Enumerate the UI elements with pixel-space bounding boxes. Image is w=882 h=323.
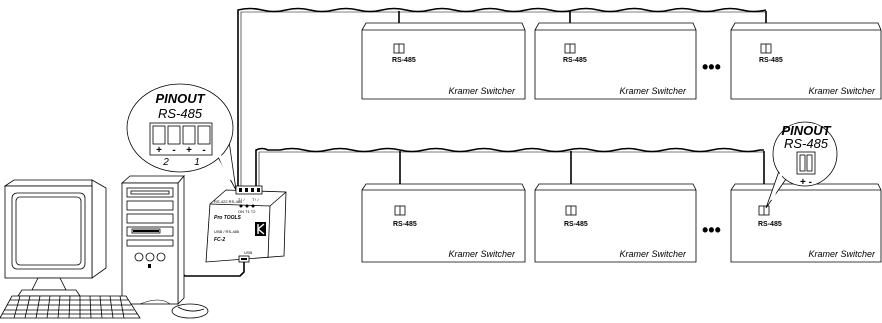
switcher-pinout-subtitle: RS-485	[784, 136, 829, 151]
switcher-bottom-2: RS-485 Kramer Switcher	[534, 183, 697, 263]
usb-rs485-converter: RS-422 RS-485 T↑ / T↑ / ON T1 T2 Pro TOO…	[205, 185, 287, 263]
converter-pin-sign-2: -	[172, 145, 175, 156]
switcher-bottom-3: RS-485 Kramer Switcher	[730, 183, 882, 263]
switcher-bottom-3-port-label: RS-485	[758, 221, 782, 228]
pc-monitor	[3, 179, 107, 297]
switcher-bottom-2-port-label: RS-485	[564, 221, 588, 228]
usb-cable	[179, 262, 245, 277]
converter-pin-sign-3: +	[186, 145, 192, 156]
converter-pinout-callout: PINOUT RS-485 + - + - 2 1	[126, 83, 237, 191]
converter-description: USB / RS-485	[214, 229, 240, 234]
converter-pinout-subtitle: RS-485	[158, 106, 203, 121]
switcher-top-1-port-label: RS-485	[392, 57, 416, 64]
kramer-logo	[255, 222, 266, 236]
converter-pin-sign-4: -	[202, 145, 205, 156]
converter-usb-label: USB	[244, 250, 253, 255]
pc-computer	[0, 174, 209, 319]
switcher-pinout-callout: PINOUT RS-485 + -	[765, 121, 838, 209]
switcher-bottom-1-port-label: RS-485	[393, 221, 417, 228]
switcher-top-1-label: Kramer Switcher	[448, 86, 516, 96]
switcher-bottom-2-label: Kramer Switcher	[619, 249, 687, 259]
converter-model: FC-2	[214, 237, 225, 243]
converter-header-t2: T↑ /	[252, 197, 260, 202]
converter-header-left: RS-422 RS-485	[214, 199, 243, 204]
pc-mouse	[139, 299, 209, 319]
switcher-top-2-label: Kramer Switcher	[619, 86, 687, 96]
switcher-top-2: RS-485 Kramer Switcher	[534, 22, 697, 100]
converter-pin-number-1: 1	[194, 157, 200, 168]
converter-led-labels: ON T1 T2	[238, 209, 256, 214]
converter-header-t1: T↑ /	[238, 197, 246, 202]
switcher-top-1: RS-485 Kramer Switcher	[361, 22, 526, 100]
switcher-bottom-1-label: Kramer Switcher	[448, 249, 516, 259]
pc-keyboard	[0, 295, 141, 319]
switcher-pinout-signs: + -	[800, 177, 812, 188]
converter-pin-sign-1: +	[156, 145, 162, 156]
converter-pin-number-2: 2	[162, 157, 169, 168]
switcher-top-2-port-label: RS-485	[563, 57, 587, 64]
pc-tower	[120, 174, 185, 305]
switcher-bottom-1: RS-485 Kramer Switcher	[361, 183, 526, 263]
converter-pinout-title: PINOUT	[155, 91, 205, 106]
bottom-row-ellipsis: •••	[702, 220, 721, 240]
converter-brand: Pro TOOLS	[214, 215, 242, 221]
switcher-top-3-port-label: RS-485	[759, 57, 783, 64]
switcher-top-3: RS-485 Kramer Switcher	[730, 22, 882, 100]
switcher-pinout-title: PINOUT	[781, 123, 831, 138]
top-row-ellipsis: •••	[702, 57, 721, 77]
switcher-bottom-3-label: Kramer Switcher	[808, 249, 876, 259]
switcher-top-3-label: Kramer Switcher	[808, 86, 876, 96]
